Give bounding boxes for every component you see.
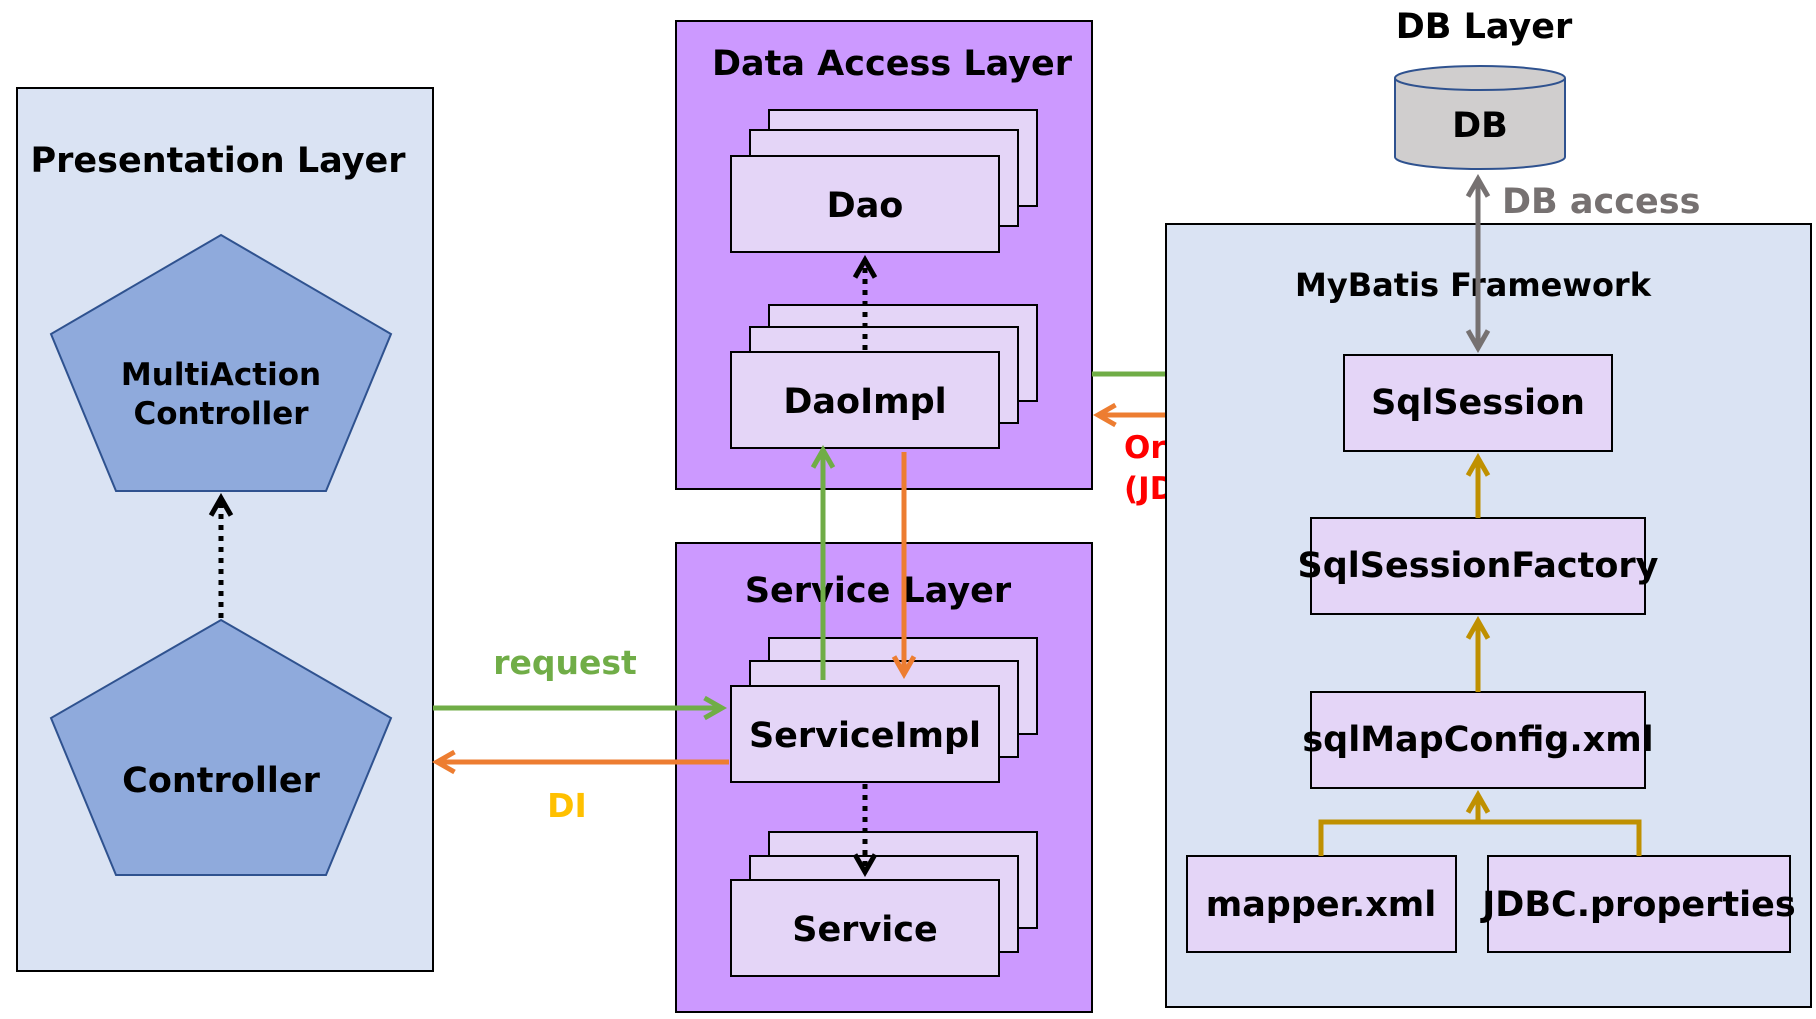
multiaction-controller-label-1: MultiAction (121, 357, 321, 393)
db-cylinder-body (1394, 78, 1566, 170)
mybatis-framework-title: MyBatis Framework (1295, 266, 1652, 304)
controller-pentagon (49, 618, 393, 876)
controller-label: Controller (122, 761, 320, 801)
sqlmapconfig-label: sqlMapConfig.xml (1302, 720, 1653, 760)
presentation-layer: Presentation Layer MultiAction Controlle… (16, 87, 434, 972)
service-layer: Service Layer ServiceImpl Service (675, 542, 1093, 1013)
data-access-layer: Data Access Layer Dao DaoImpl (675, 20, 1093, 490)
db-label: DB (1452, 106, 1508, 146)
daoimpl-box (730, 351, 1000, 449)
dao-label: Dao (827, 186, 904, 226)
request-label: request (493, 643, 637, 682)
sqlsession-box (1343, 354, 1613, 452)
service-box (730, 879, 1000, 977)
multiaction-controller-pentagon (49, 233, 393, 492)
dao-box (730, 155, 1000, 253)
service-label: Service (792, 910, 938, 950)
jdbc-properties-label: JDBC.properties (1480, 885, 1795, 925)
multiaction-controller-label-2: Controller (133, 396, 309, 432)
db-cylinder-top (1394, 65, 1566, 91)
db-layer: DB Layer DB DB access (1394, 7, 1700, 354)
sqlsession-label: SqlSession (1371, 383, 1585, 423)
data-access-layer-title: Data Access Layer (712, 44, 1073, 84)
presentation-layer-title: Presentation Layer (30, 141, 406, 181)
mapper-xml-label: mapper.xml (1206, 885, 1437, 925)
sqlsessionfactory-label: SqlSessionFactory (1298, 546, 1659, 586)
sqlmapconfig-box (1310, 691, 1646, 789)
sqlsessionfactory-box (1310, 517, 1646, 615)
daoimpl-label: DaoImpl (783, 382, 946, 422)
db-layer-title: DB Layer (1396, 7, 1573, 47)
service-layer-title: Service Layer (745, 571, 1012, 611)
di-label: DI (547, 786, 587, 825)
mapper-xml-box (1186, 855, 1457, 953)
db-access-label: DB access (1502, 182, 1700, 222)
mybatis-framework: MyBatis Framework SqlSession SqlSessionF… (1165, 223, 1812, 1008)
serviceimpl-label: ServiceImpl (749, 716, 981, 756)
serviceimpl-box (730, 685, 1000, 783)
jdbc-properties-box (1487, 855, 1791, 953)
